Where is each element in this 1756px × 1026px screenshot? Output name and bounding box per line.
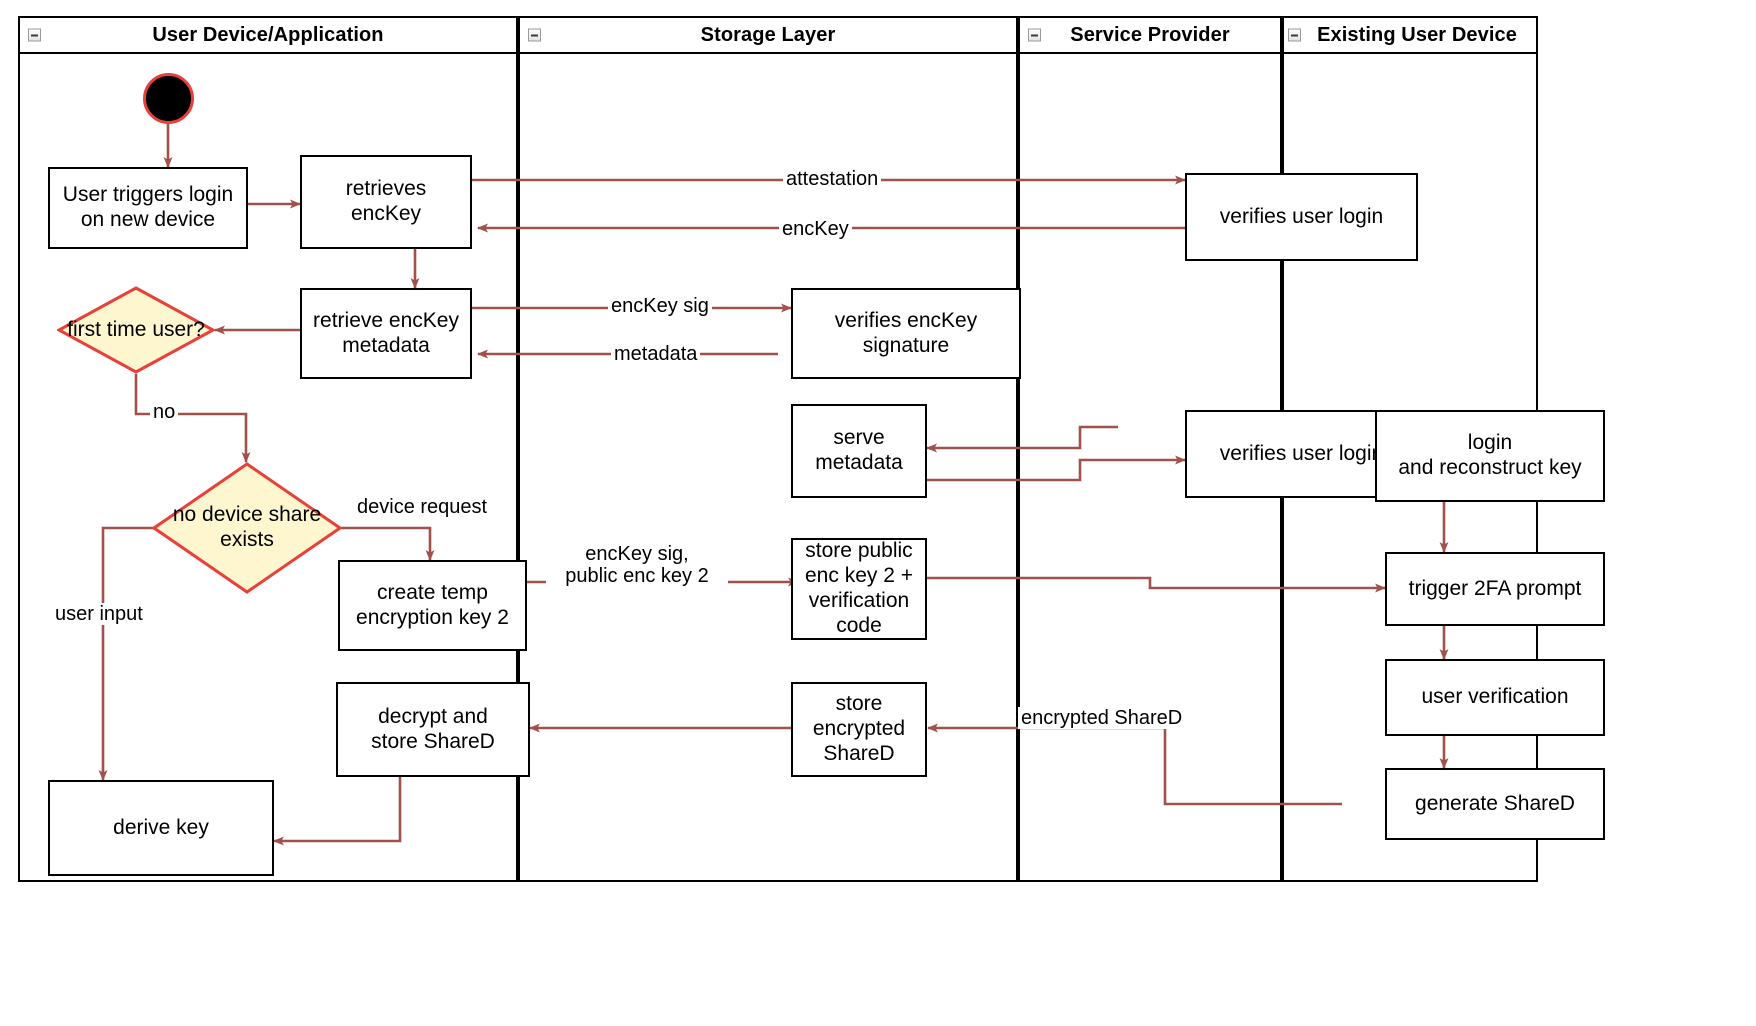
node-line: create temp (377, 580, 488, 604)
node-line: User triggers login (62, 183, 234, 207)
node-line: retrieves (345, 177, 427, 201)
edge-no-branch (134, 374, 251, 463)
node-trigger-2fa-prompt[interactable]: trigger 2FA prompt (1385, 552, 1605, 626)
collapse-minus-icon-service-provider[interactable] (1028, 28, 1041, 42)
edge-user-input (98, 526, 166, 781)
edge-label-no: no (150, 401, 179, 424)
lane-header-existing-user-device[interactable]: Existing User Device (1282, 16, 1538, 54)
collapse-minus-icon-existing-user-device[interactable] (1288, 28, 1301, 42)
node-line: decrypt and (378, 704, 488, 728)
node-line: encryption key 2 (356, 605, 509, 629)
node-line: store encrypted (812, 692, 906, 741)
node-line: user verification (1421, 685, 1569, 709)
edge-label-metadata: metadata (611, 343, 701, 366)
node-decrypt-and-store-shared[interactable]: decrypt and store ShareD (336, 682, 530, 777)
node-store-encrypted-shared[interactable]: store encrypted ShareD (791, 682, 927, 777)
lane-header-storage-layer[interactable]: Storage Layer (518, 16, 1018, 54)
node-line: generate ShareD (1415, 791, 1575, 815)
node-line: verifies user login (1219, 204, 1384, 228)
node-login-and-reconstruct-key[interactable]: login and reconstruct key (1375, 410, 1605, 502)
edge-label-encrypted-shared: encrypted ShareD (1018, 707, 1186, 730)
initial-node (143, 73, 194, 124)
node-serve-metadata[interactable]: serve metadata (791, 404, 927, 498)
node-line: store ShareD (371, 729, 495, 753)
lane-header-service-provider[interactable]: Service Provider (1018, 16, 1282, 54)
node-generate-shared[interactable]: generate ShareD (1385, 768, 1605, 840)
collapse-minus-icon-storage-layer[interactable] (528, 28, 541, 42)
edge-label-user-input: user input (52, 603, 146, 626)
edge-store-public-to-trigger-2fa (927, 576, 1386, 593)
node-verifies-user-login-top[interactable]: verifies user login (1185, 173, 1418, 261)
node-user-triggers-login[interactable]: User triggers login on new device (48, 167, 248, 249)
node-no-device-share-exists[interactable]: no device share exists (152, 462, 342, 594)
edge-label-enckey-sig-public-enc-key-2: encKey sig, public enc key 2 (546, 543, 728, 588)
lane-title-storage-layer: Storage Layer (700, 23, 836, 46)
edge-label-enckey-sig: encKey sig (608, 295, 712, 318)
node-line: verifies encKey (834, 308, 978, 332)
edge-device-request (324, 526, 435, 561)
lane-title-service-provider: Service Provider (1070, 23, 1230, 46)
node-user-verification[interactable]: user verification (1385, 659, 1605, 736)
node-retrieve-enckey-metadata[interactable]: retrieve encKey metadata (300, 288, 472, 379)
node-line: signature (862, 333, 950, 357)
node-derive-key[interactable]: derive key (48, 780, 274, 876)
node-line: and reconstruct key (1398, 456, 1582, 479)
node-create-temp-encryption-key-2[interactable]: create temp encryption key 2 (338, 560, 527, 651)
node-line: verifies user login (1219, 441, 1384, 465)
node-line: derive key (113, 815, 209, 839)
edge-serve-metadata-to-verify-mid (927, 455, 1186, 482)
edge-encrypted-shared (927, 723, 1342, 806)
lane-header-user-device[interactable]: User Device/Application (18, 16, 518, 54)
node-verifies-enckey-signature[interactable]: verifies encKey signature (791, 288, 1021, 379)
node-line: ShareD (823, 741, 895, 765)
lane-title-existing-user-device: Existing User Device (1317, 23, 1517, 46)
lane-title-user-device: User Device/Application (152, 23, 384, 46)
edge-verify-mid-to-serve-metadata (926, 425, 1118, 453)
edge-label-line: public enc key 2 (565, 565, 709, 588)
edge-decrypt-to-derive-key (273, 777, 402, 846)
node-line: verification code (808, 589, 910, 637)
edge-label-line: encKey sig, (585, 543, 689, 565)
node-line: trigger 2FA prompt (1408, 576, 1582, 600)
node-retrieves-enckey[interactable]: retrieves encKey (300, 155, 472, 249)
edge-label-device-request: device request (354, 496, 491, 519)
node-line: store public (805, 539, 913, 563)
node-first-time-user[interactable]: first time user? (57, 286, 215, 374)
node-line: enc key 2 + (805, 564, 913, 588)
node-line: serve metadata (815, 426, 903, 474)
node-line: metadata (342, 333, 430, 357)
edge-label-enckey: encKey (779, 218, 852, 241)
node-store-public-enc-key-2[interactable]: store public enc key 2 + verification co… (791, 538, 927, 640)
node-line: login (1467, 431, 1513, 455)
node-line: encKey (350, 202, 422, 225)
collapse-minus-icon-user-device[interactable] (28, 28, 41, 42)
node-line: retrieve encKey (313, 308, 459, 332)
edge-label-attestation: attestation (783, 168, 882, 191)
node-line: on new device (80, 208, 216, 231)
